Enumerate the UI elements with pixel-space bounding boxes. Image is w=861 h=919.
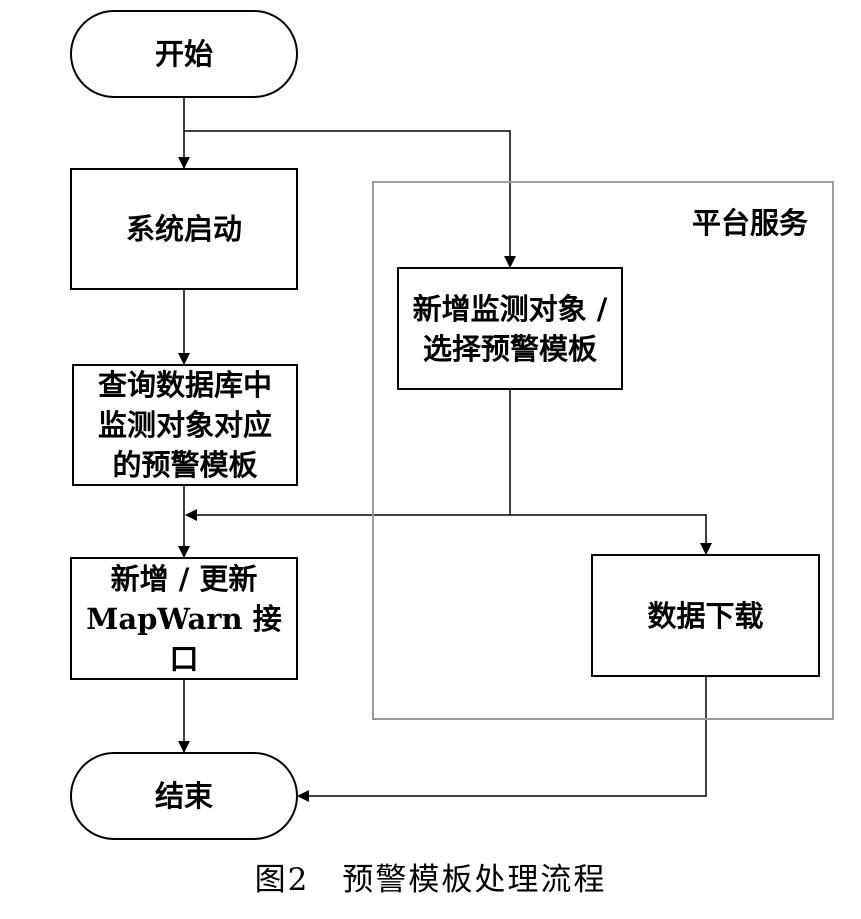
start-node: 开始 (70, 10, 298, 98)
figure-caption: 图2 预警模板处理流程 (254, 862, 607, 898)
end-node: 结束 (70, 752, 298, 840)
platform-service-label: 平台服务 (692, 206, 809, 240)
platform-service-region (372, 181, 834, 720)
edge-start-to-add-monitor-object (184, 130, 516, 268)
data-download-node-label: 数据下载 (647, 598, 764, 633)
add-monitor-object-node: 新增监测对象 / 选择预警模板 (397, 267, 623, 390)
system-start-node: 系统启动 (70, 168, 298, 290)
add-monitor-object-line-1: 新增监测对象 / (412, 291, 608, 326)
start-node-label: 开始 (154, 37, 213, 71)
add-monitor-object-node-text: 新增监测对象 / 选择预警模板 (413, 289, 608, 369)
query-templates-node: 查询数据库中 监测对象对应 的预警模板 (72, 364, 298, 486)
query-templates-line-2: 监测对象对应 (97, 408, 272, 442)
edge-data-download-to-end (297, 677, 707, 802)
add-update-interface-node-text: 新增 / 更新 MapWarn 接口 (72, 559, 296, 679)
system-start-node-label: 系统启动 (125, 212, 242, 246)
query-templates-node-text: 查询数据库中 监测对象对应 的预警模板 (98, 365, 272, 485)
edge-junction-to-data-download (510, 514, 712, 555)
data-download-node: 数据下载 (591, 554, 820, 677)
query-templates-line-1: 查询数据库中 (97, 368, 272, 402)
add-update-interface-node: 新增 / 更新 MapWarn 接口 (70, 557, 298, 680)
add-update-interface-line-1: 新增 / 更新 (110, 561, 258, 596)
add-monitor-object-line-2: 选择预警模板 (422, 331, 597, 366)
end-node-label: 结束 (154, 779, 213, 813)
add-update-interface-line-2: MapWarn 接口 (86, 601, 282, 676)
query-templates-line-3: 的预警模板 (112, 448, 258, 482)
